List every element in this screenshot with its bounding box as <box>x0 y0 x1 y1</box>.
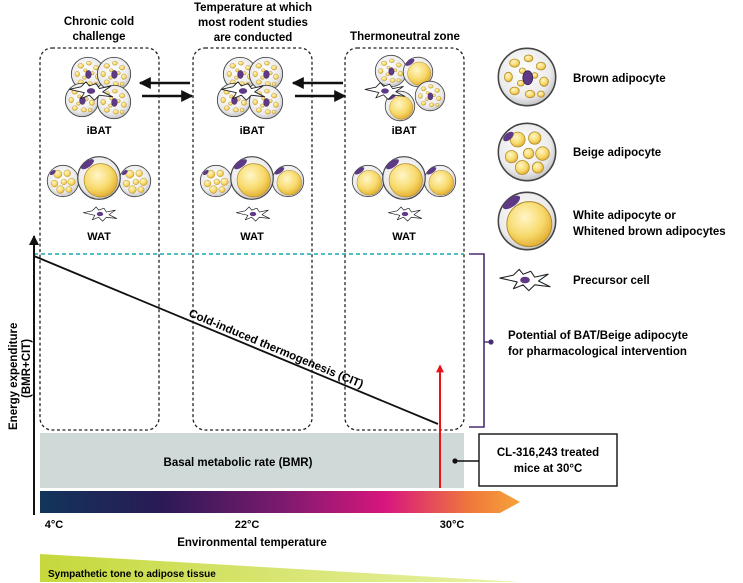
treatment-label-line2: mice at 30°C <box>514 463 583 475</box>
legend-beige-adipocyte-icon <box>497 122 557 182</box>
column-2-ibat-label: iBAT <box>240 125 265 137</box>
exchange-arrows <box>138 77 347 102</box>
column-2-title-line2: most rodent studies <box>198 17 308 29</box>
potential-label-line2: for pharmacological intervention <box>508 346 687 358</box>
legend: Brown adipocyte Beige adipocyte White ad… <box>497 47 726 292</box>
bmr-label: Basal metabolic rate (BMR) <box>164 457 313 469</box>
column-1-title-line1: Chronic cold <box>64 16 134 28</box>
temperature-gradient-arrow <box>40 491 520 513</box>
column-1-ibat-label: iBAT <box>87 125 112 137</box>
potential-label-line1: Potential of BAT/Beige adipocyte <box>508 330 688 342</box>
column-2-title-line1: Temperature at which <box>194 2 312 14</box>
sympathetic-tone-wedge <box>40 554 520 582</box>
column-2-ibat-cells <box>216 56 284 120</box>
column-3-wat-cells <box>351 156 457 222</box>
beige-adipocyte-icon <box>199 164 233 198</box>
white-adipocyte-icon <box>382 156 426 200</box>
column-2-wat-label: WAT <box>240 231 264 243</box>
white-adipocyte-icon <box>271 164 305 198</box>
column-2-box <box>192 47 313 431</box>
white-adipocyte-icon <box>77 156 121 200</box>
x-axis-label: Environmental temperature <box>177 537 327 549</box>
column-3-ibat-cells <box>364 54 446 122</box>
legend-beige-label: Beige adipocyte <box>573 147 661 159</box>
column-1-wat-cells <box>46 156 152 222</box>
treatment-dot <box>452 458 458 464</box>
white-adipocyte-icon <box>423 164 457 198</box>
brown-adipocyte-icon <box>374 54 408 88</box>
potential-bracket <box>469 253 485 428</box>
column-3-box <box>344 47 465 431</box>
column-3-ibat-label: iBAT <box>392 125 417 137</box>
brown-adipocyte-icon <box>414 80 446 112</box>
potential-dot <box>488 339 494 345</box>
legend-white-adipocyte-icon <box>497 191 557 251</box>
temperature-22c: 22°C <box>235 519 260 531</box>
precursor-cell-icon <box>235 206 271 222</box>
legend-white-label-line1: White adipocyte or <box>573 210 676 222</box>
precursor-cell-icon <box>82 206 118 222</box>
treatment-label-line1: CL-316,243 treated <box>497 447 599 459</box>
column-2-wat-cells <box>199 156 305 222</box>
column-1-ibat-cells <box>64 56 132 120</box>
cit-label: Cold-induced thermogenesis (CIT) <box>187 308 365 391</box>
white-adipocyte-icon <box>351 164 385 198</box>
legend-brown-adipocyte-icon <box>497 47 557 107</box>
column-1-wat-label: WAT <box>87 231 111 243</box>
sympathetic-label: Sympathetic tone to adipose tissue <box>48 569 216 580</box>
temperature-4c: 4°C <box>45 519 64 531</box>
column-1-box <box>39 47 160 431</box>
column-1-title-line2: challenge <box>72 31 125 43</box>
treatment-box <box>478 433 618 487</box>
legend-white-label-line2: Whitened brown adipocytes <box>573 226 726 238</box>
column-3-title: Thermoneutral zone <box>350 31 460 43</box>
temperature-30c: 30°C <box>440 519 465 531</box>
cit-line <box>33 255 439 425</box>
bmr-box <box>40 433 464 488</box>
column-titles: Chronic cold challenge Temperature at wh… <box>64 2 460 44</box>
legend-precursor-label: Precursor cell <box>573 275 650 287</box>
beige-adipocyte-icon <box>46 164 80 198</box>
precursor-cell-icon <box>387 206 423 222</box>
legend-brown-label: Brown adipocyte <box>573 73 666 85</box>
column-boxes <box>39 47 465 431</box>
white-adipocyte-icon <box>230 156 274 200</box>
legend-precursor-cell-icon <box>499 268 551 292</box>
y-axis-label-line2: (BMR+CIT) <box>21 339 33 398</box>
beige-adipocyte-icon <box>118 164 152 198</box>
column-2-title-line3: are conducted <box>214 32 293 44</box>
column-3-wat-label: WAT <box>392 231 416 243</box>
y-axis-label-line1: Energy expenditure <box>8 323 20 430</box>
